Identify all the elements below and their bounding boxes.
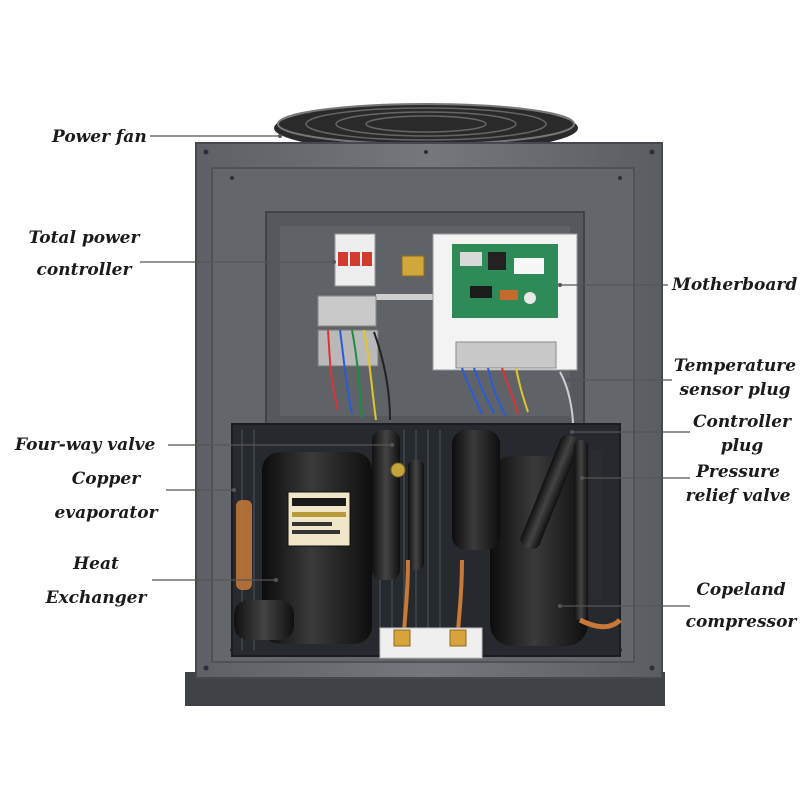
- label-copeland-compressor: Copeland compressor: [684, 578, 798, 634]
- label-total-power-controller: Total power controller: [22, 226, 146, 282]
- label-line: Four-way valve: [15, 435, 156, 455]
- label-pressure-relief-valve: Pressure relief valve: [680, 460, 796, 508]
- four-way-valve-assembly: [372, 430, 424, 580]
- label-line: compressor: [685, 612, 797, 632]
- label-motherboard: Motherboard: [672, 273, 797, 297]
- label-line: Motherboard: [672, 275, 798, 295]
- label-line: sensor plug: [679, 380, 791, 400]
- motherboard-board: [432, 233, 578, 371]
- fan-guard: [274, 103, 578, 152]
- service-valves: [379, 559, 622, 659]
- label-line: Exchanger: [45, 588, 147, 608]
- label-line: Pressure: [696, 462, 780, 482]
- leader-lines: [140, 135, 690, 607]
- label-controller-plug: Controller plug: [690, 410, 794, 458]
- copeland-compressor-unit: [452, 430, 602, 646]
- label-line: Power fan: [52, 127, 147, 147]
- label-line: Total power: [28, 228, 140, 248]
- label-line: controller: [36, 260, 132, 280]
- main-breaker: [334, 233, 434, 300]
- label-line: Controller: [692, 412, 792, 432]
- label-power-fan: Power fan: [52, 125, 147, 149]
- heat-exchanger-tank: [262, 452, 372, 644]
- label-heat-exchanger: Heat Exchanger: [40, 552, 152, 610]
- label-line: Copper: [71, 469, 141, 489]
- label-line: relief valve: [685, 486, 791, 506]
- label-line: Copeland: [696, 580, 786, 600]
- label-copper-evaporator: Copper evaporator: [50, 467, 162, 525]
- label-line: evaporator: [54, 503, 158, 523]
- label-line: Heat: [73, 554, 119, 574]
- label-line: plug: [720, 436, 764, 456]
- label-four-way-valve: Four-way valve: [15, 433, 155, 457]
- label-line: Temperature: [673, 356, 797, 376]
- label-temperature-sensor-plug: Temperature sensor plug: [672, 354, 798, 402]
